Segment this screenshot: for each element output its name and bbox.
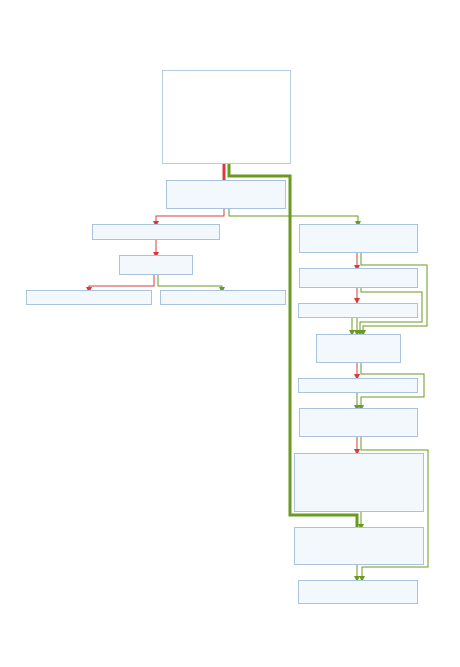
cfg-node	[294, 453, 424, 512]
cfg-node	[299, 268, 418, 288]
edge-n6-n9	[360, 253, 428, 336]
cfg-node	[92, 224, 220, 240]
cfg-node	[294, 527, 424, 565]
edge-n9-n11	[358, 363, 425, 411]
edge-n3-n5	[157, 275, 225, 293]
cfg-node	[316, 334, 401, 363]
cfg-node	[298, 303, 418, 318]
edge-n1-n2	[153, 209, 225, 227]
cfg-node	[299, 408, 418, 437]
edge-n7-n9	[357, 288, 423, 336]
cfg-node	[26, 290, 152, 305]
cfg-node	[160, 290, 286, 305]
edge-n0-n13	[227, 164, 359, 527]
cfg-node-exit	[298, 580, 418, 604]
edge-n3-n4	[86, 275, 155, 293]
cfg-node	[166, 180, 286, 209]
cfg-node	[299, 224, 418, 253]
edge-n1-n6	[228, 209, 361, 227]
cfg-node	[298, 378, 418, 393]
edge-n11-n14	[359, 437, 429, 582]
cfg-node-entry	[162, 70, 291, 164]
cfg-node	[119, 255, 193, 275]
